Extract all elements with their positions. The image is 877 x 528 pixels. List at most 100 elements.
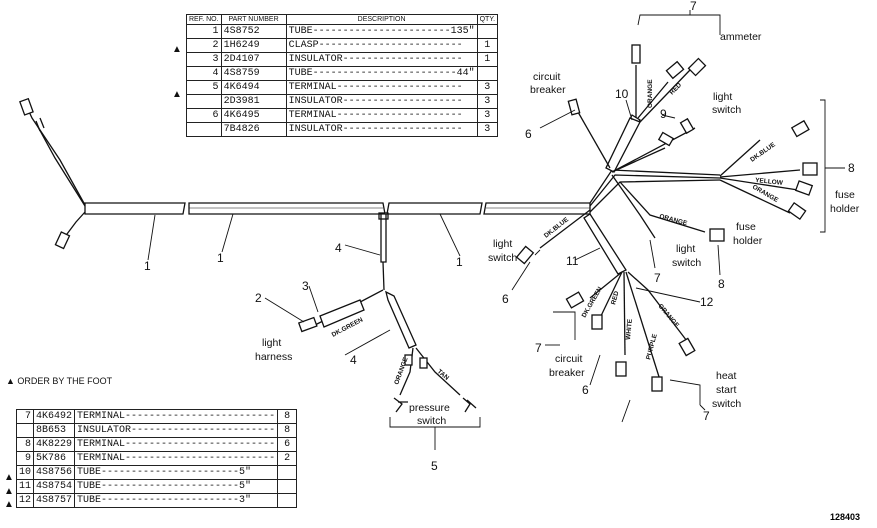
part-cell: 2D3981 bbox=[220, 94, 287, 109]
ref-num-8a: 8 bbox=[848, 161, 855, 175]
right-hub bbox=[515, 44, 818, 392]
part-cell: 2D4107 bbox=[220, 52, 287, 67]
desc-cell: TERMINAL------------------------- bbox=[74, 451, 279, 466]
ref-cell bbox=[186, 122, 222, 137]
foot-mark-row1: ▲ bbox=[172, 44, 182, 55]
part-cell: 4K6492 bbox=[33, 409, 76, 424]
heat-start-label-1: heat bbox=[716, 370, 737, 382]
part-cell: 4S8752 bbox=[220, 24, 287, 39]
desc-cell: TERMINAL--------------------- bbox=[285, 108, 478, 123]
wire-dk-blue-fuse: DK.BLUE bbox=[749, 141, 777, 164]
ref-num-2: 2 bbox=[255, 291, 262, 305]
main-tube bbox=[84, 202, 591, 215]
part-cell: 4K8229 bbox=[33, 437, 76, 452]
leader-lines bbox=[147, 10, 845, 450]
light-switch-top-label-1: light bbox=[713, 91, 732, 103]
qty-cell bbox=[277, 479, 298, 494]
wire-yellow-fuse: YELLOW bbox=[755, 177, 784, 187]
ref-num-1c: 1 bbox=[456, 255, 463, 269]
ref-num-6b: 6 bbox=[502, 292, 509, 306]
header-ref: REF. NO. bbox=[186, 14, 222, 25]
wire-purple-heat: PURPLE bbox=[645, 333, 659, 361]
ammeter-label: ammeter bbox=[720, 31, 762, 43]
part-cell: 1H6249 bbox=[220, 38, 287, 53]
ref-cell: 10 bbox=[15, 465, 35, 480]
qty-cell: 3 bbox=[476, 122, 499, 137]
ref-num-7c: 7 bbox=[535, 341, 542, 355]
ref-num-6a: 6 bbox=[525, 127, 532, 141]
ref-num-11: 11 bbox=[566, 254, 579, 268]
desc-cell: CLASP------------------------ bbox=[285, 38, 478, 53]
part-cell: 4K6494 bbox=[220, 80, 287, 95]
ref-num-7b: 7 bbox=[654, 271, 661, 285]
foot-mark-row12: ▲ bbox=[4, 499, 14, 510]
desc-cell: TERMINAL------------------------- bbox=[74, 437, 279, 452]
heat-start-label-3: switch bbox=[712, 398, 741, 410]
qty-cell: 3 bbox=[476, 108, 499, 123]
fuse-holder-mid-label-2: holder bbox=[733, 235, 763, 247]
light-switch-left-label-2: switch bbox=[488, 252, 517, 264]
part-cell: 8B653 bbox=[33, 423, 76, 438]
ref-num-4a: 4 bbox=[335, 241, 342, 255]
ref-cell: 6 bbox=[186, 108, 222, 123]
light-switch-mid-label-1: light bbox=[676, 243, 695, 255]
wire-orange-ammeter: ORANGE bbox=[647, 79, 654, 108]
header-qty: QTY. bbox=[476, 14, 499, 25]
part-cell: 4S8759 bbox=[220, 66, 287, 81]
ref-cell: 3 bbox=[186, 52, 222, 67]
ref-cell: 4 bbox=[186, 66, 222, 81]
circuit-breaker-top-label-1: circuit bbox=[533, 71, 561, 83]
ref-num-7d: 7 bbox=[703, 409, 710, 423]
fuse-holder-right-label-2: holder bbox=[830, 203, 860, 215]
foot-mark-row11: ▲ bbox=[4, 486, 14, 497]
left-wires bbox=[19, 97, 86, 250]
fuse-holder-mid-label-1: fuse bbox=[736, 221, 756, 233]
ref-cell: 7 bbox=[15, 409, 35, 424]
ref-num-6c: 6 bbox=[582, 383, 589, 397]
qty-cell: 3 bbox=[476, 94, 499, 109]
ref-cell: 2 bbox=[186, 38, 222, 53]
part-cell: 4K6495 bbox=[220, 108, 287, 123]
header-desc: DESCRIPTION bbox=[285, 14, 478, 25]
ref-num-1a: 1 bbox=[144, 259, 151, 273]
order-by-foot-note: ▲ ORDER BY THE FOOT bbox=[6, 376, 113, 386]
circuit-breaker-bottom-label-2: breaker bbox=[549, 367, 585, 379]
desc-cell: INSULATOR------------------------ bbox=[74, 423, 279, 438]
header-part: PART NUMBER bbox=[220, 14, 287, 25]
light-harness-label-1: light bbox=[262, 337, 281, 349]
ref-num-9: 9 bbox=[660, 107, 667, 121]
figure-number: 128403 bbox=[830, 512, 860, 522]
ref-cell: 8 bbox=[15, 437, 35, 452]
qty-cell bbox=[277, 493, 298, 508]
qty-cell bbox=[476, 66, 499, 81]
desc-cell: INSULATOR-------------------- bbox=[285, 94, 478, 109]
ref-num-1b: 1 bbox=[217, 251, 224, 265]
wire-orange-heat: ORANGE bbox=[656, 303, 680, 330]
middle-branch bbox=[297, 212, 477, 413]
ref-cell bbox=[186, 94, 222, 109]
qty-cell: 6 bbox=[277, 437, 298, 452]
qty-cell: 1 bbox=[476, 38, 499, 53]
light-switch-top-label-2: switch bbox=[712, 104, 741, 116]
ref-num-5: 5 bbox=[431, 459, 438, 473]
ref-cell: 5 bbox=[186, 80, 222, 95]
ref-cell: 11 bbox=[15, 479, 35, 494]
part-cell: 7B4826 bbox=[220, 122, 287, 137]
callout-labels: ammeter circuit breaker light switch fus… bbox=[255, 31, 860, 427]
qty-cell: 2 bbox=[277, 451, 298, 466]
desc-cell: TUBE-----------------------5" bbox=[74, 465, 279, 480]
light-switch-mid-label-2: switch bbox=[672, 257, 701, 269]
ref-num-3: 3 bbox=[302, 279, 309, 293]
light-harness-label-2: harness bbox=[255, 351, 292, 363]
wire-dk-green-breaker: DK.GREEN bbox=[581, 286, 604, 319]
